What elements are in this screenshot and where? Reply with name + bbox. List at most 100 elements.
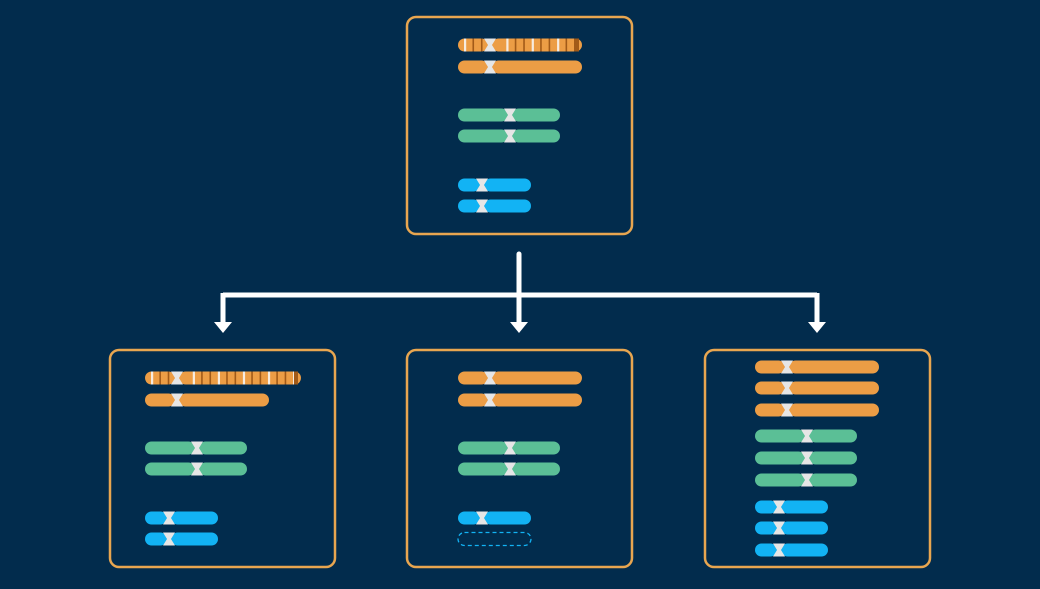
chromosome-arm-right [809,473,857,487]
chromosome-blue [458,178,531,192]
chromosome-arm-right [171,511,218,525]
chromosome-arm-right [512,462,560,476]
chromosome-arm-right [484,199,531,213]
chromosome-arm-right [789,381,879,395]
missing-chromosome-outline [457,531,532,547]
chromosome-arm-left [755,543,777,557]
chromosome-arm-right [179,393,269,407]
centromere [773,543,785,557]
centromere [801,473,813,487]
centromere [504,129,516,143]
chromosome-orange [458,38,582,52]
daughter-cell-monosomy [405,348,634,569]
chromosome-green [145,462,247,476]
chromosome-green [458,441,560,455]
chromosome-arm-right [512,129,560,143]
chromosome-green [755,429,857,443]
chromosome-arm-right [171,532,218,546]
centromere [801,451,813,465]
cell-box [703,348,932,569]
chromosome-arm-left [458,511,480,525]
chromosome-band [151,371,154,385]
chromosome-band [514,38,517,52]
chromosome-arm-left [755,500,777,514]
chromosome-orange [145,393,269,407]
chromosome-arm-left [755,429,805,443]
chromosome-band [480,38,483,52]
chromosome-blue [755,543,828,557]
chromosome-arm-right [484,511,531,525]
chromosome-green [458,129,560,143]
chromosome-band [251,371,253,385]
arrowhead-0 [214,322,232,333]
cell-box [108,348,337,569]
chromosome-band [565,38,568,52]
chromosome-arm-left [145,511,167,525]
centromere [773,500,785,514]
centromere [163,511,175,525]
chromosome-orange [755,403,879,417]
chromosome-blue [755,521,828,535]
chromosome-arm-right [809,451,857,465]
chromosome-arm-left [145,393,175,407]
chromosome-arm-right [781,500,828,514]
chromosome-arm-right [492,60,582,74]
chromosome-arm-left [145,441,195,455]
centromere [484,393,496,407]
chromosome-band [557,38,560,52]
chromosome-blue [458,199,531,213]
chromosome-arm-left [145,532,167,546]
chromosome-arm-right [781,521,828,535]
chromosome-band [506,38,509,52]
chromosome-band [167,371,170,385]
chromosome-arm-left [458,199,480,213]
chromosome-arm-left [755,451,805,465]
daughter-cell-mutation [108,348,337,569]
chromosome-arm-right [512,441,560,455]
centromere [476,178,488,192]
arrowhead-1 [510,322,528,333]
chromosome-arm-right [199,441,247,455]
centromere [171,371,183,385]
centromere [781,403,793,417]
chromosome-blue [755,500,828,514]
chromosome-orange [755,360,879,374]
chromosome-arm-left [755,521,777,535]
chromosome-arm-right [179,371,301,385]
chromosome-band-end [575,38,579,52]
chromosome-arm-left [755,473,805,487]
centromere [773,521,785,535]
chromosome-band [192,371,195,385]
centromere [781,381,793,395]
chromosome-arm-left [458,441,508,455]
chromosome-band [523,38,525,52]
chromosome-band [209,371,212,385]
chromosome-band-end [294,371,298,385]
chromosome-arm-left [755,381,785,395]
chromosome-blue [145,532,218,546]
centromere [801,429,813,443]
chromosome-green [145,441,247,455]
chromosome-band [531,38,534,52]
chromosome-band [464,38,467,52]
centromere [484,371,496,385]
chromosome-band [159,371,161,385]
chromosome-arm-right [781,543,828,557]
chromosome-arm-left [145,462,195,476]
chromosome-green [755,451,857,465]
chromosome-band [540,38,542,52]
chromosome-arm-right [512,108,560,122]
cell-box [405,348,634,569]
chromosome-arm-left [458,129,508,143]
chromosome-band [259,371,262,385]
connector-lines [214,251,826,333]
chromosome-green [458,462,560,476]
chromosome-band [548,38,551,52]
chromosome-orange [458,60,582,74]
centromere [781,360,793,374]
chromosome-band [574,38,576,52]
centromere [163,532,175,546]
chromosome-arm-right [789,360,879,374]
chromosome-arm-right [789,403,879,417]
chromosome-band [234,371,237,385]
